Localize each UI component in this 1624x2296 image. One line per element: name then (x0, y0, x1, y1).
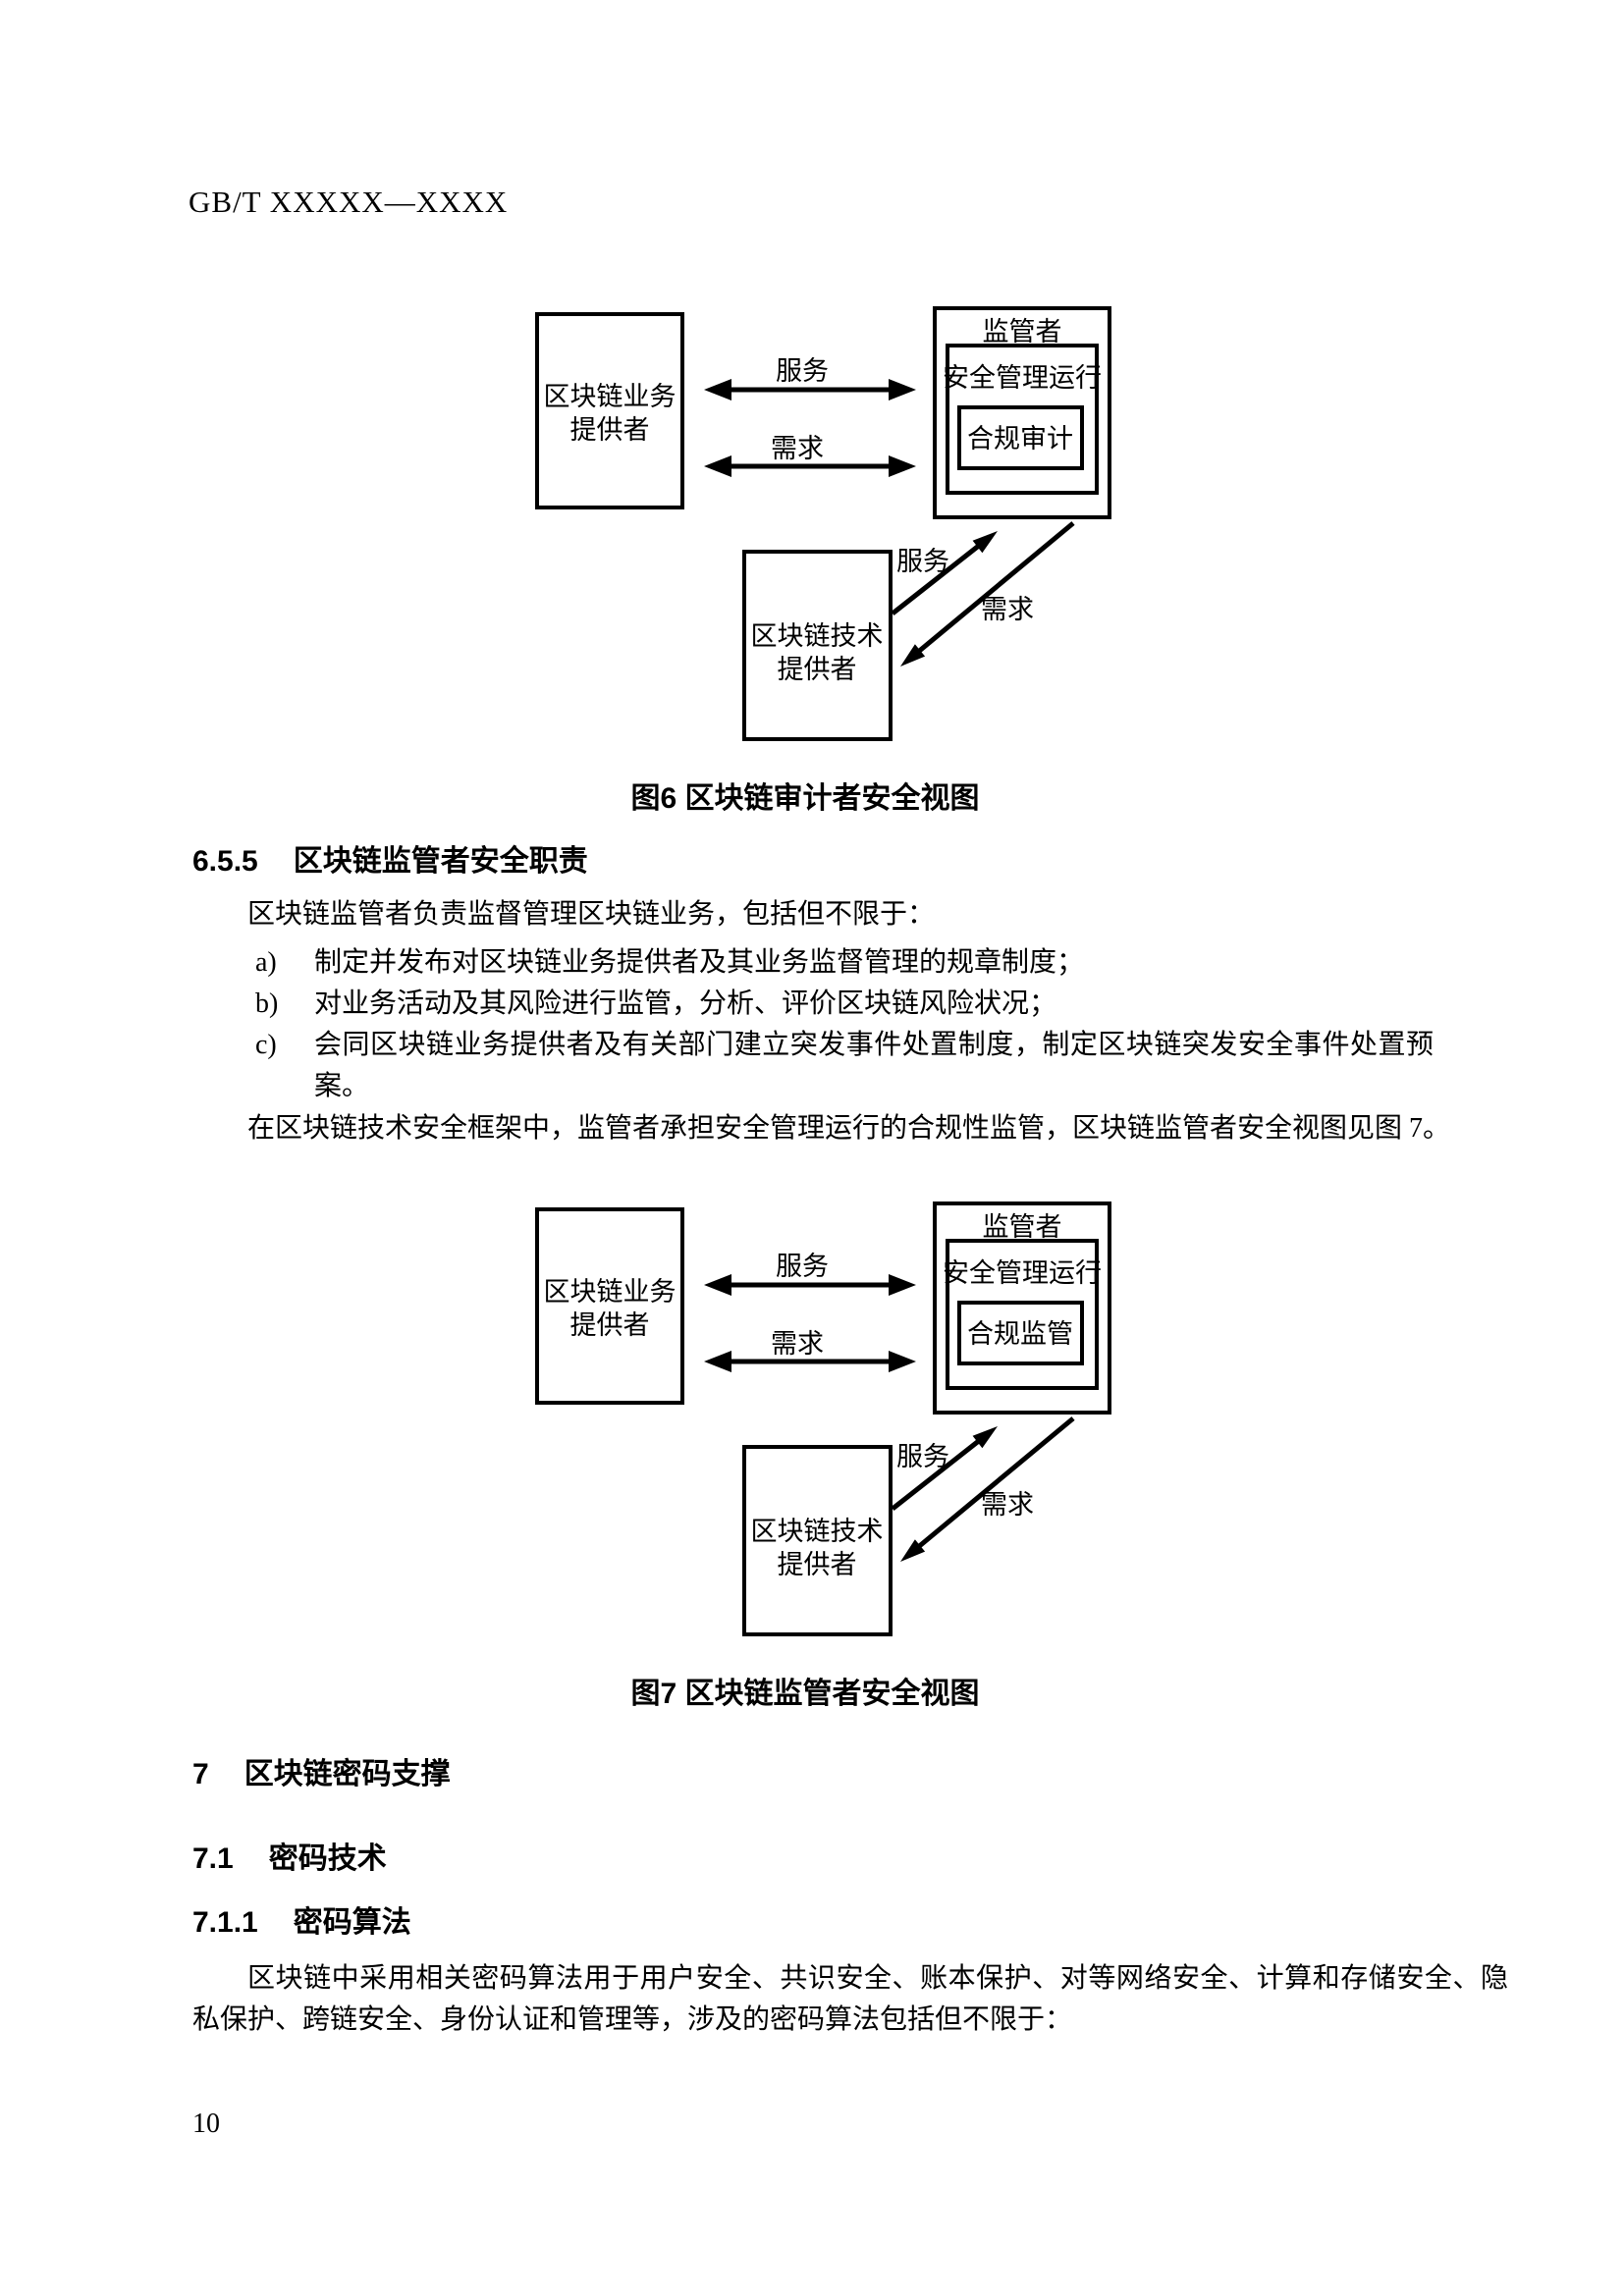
business-provider-label-line2: 提供者 (570, 1310, 650, 1340)
list-item-b: b) 对业务活动及其风险进行监管，分析、评价区块链风险状况； (255, 984, 1502, 1025)
section-7-1-title: 密码技术 (268, 1842, 387, 1875)
service-arrow-head-right (889, 1274, 916, 1296)
list-item-a-label: a) (255, 947, 277, 978)
demand-arrow-head-right (889, 1351, 916, 1372)
business-provider-box (535, 312, 684, 509)
demand-diagonal-head (900, 1539, 926, 1562)
service-arrow-label: 服务 (776, 1252, 829, 1281)
compliance-label: 合规监管 (967, 1319, 1073, 1349)
figure6-caption: 图6 区块链审计者安全视图 (630, 782, 980, 815)
demand-arrow-label: 需求 (771, 1329, 824, 1359)
list-item-b-label: b) (255, 988, 279, 1019)
compliance-label: 合规审计 (967, 424, 1073, 454)
section-7-1-number: 7.1 (192, 1842, 234, 1875)
service-arrow-head-right (889, 379, 916, 400)
demand-diagonal-label: 需求 (981, 595, 1034, 624)
page-number: 10 (192, 2109, 220, 2139)
service-diagonal-label: 服务 (896, 1442, 949, 1471)
section-7-heading: 7 区块链密码支撑 (192, 1749, 451, 1792)
service-arrow-head-left (704, 379, 731, 400)
service-arrow-label: 服务 (776, 356, 829, 386)
compliance-box (957, 405, 1084, 470)
list-item-c: c) 会同区块链业务提供者及有关部门建立突发事件处置制度，制定区块链突发安全事件… (255, 1025, 1502, 1107)
business-provider-box (535, 1207, 684, 1405)
list-item-c-text: 会同区块链业务提供者及有关部门建立突发事件处置制度，制定区块链突发安全事件处置预… (314, 1030, 1434, 1101)
service-diagonal-head (972, 1426, 998, 1449)
section-6-5-5-title: 区块链监管者安全职责 (293, 845, 588, 878)
demand-arrow-head-left (704, 1351, 731, 1372)
section-7-1-heading: 7.1 密码技术 (192, 1834, 387, 1877)
demand-arrow-head-left (704, 455, 731, 477)
section-7-number: 7 (192, 1758, 209, 1790)
demand-arrow-head-right (889, 455, 916, 477)
section-7-1-1-heading: 7.1.1 密码算法 (192, 1897, 411, 1941)
business-provider-label-line1: 区块链业务 (544, 1277, 677, 1307)
section-6-5-5-number: 6.5.5 (192, 845, 258, 878)
tech-provider-box (742, 1445, 893, 1636)
service-diagonal-shaft (891, 543, 982, 615)
figure6-diagram: 区块链业务 提供者 监管者 安全管理运行 合规审计 服务 需求 区块链技术 提供… (535, 306, 1111, 741)
tech-provider-label-line2: 提供者 (778, 1550, 857, 1579)
section-7-1-1-title: 密码算法 (293, 1906, 411, 1939)
demand-diagonal-label: 需求 (981, 1490, 1034, 1520)
service-diagonal-head (972, 531, 998, 554)
section-7-1-1-paragraph: 区块链中采用相关密码算法用于用户安全、共识安全、账本保护、对等网络安全、计算和存… (192, 1963, 1508, 2035)
section-6-5-5-heading: 6.5.5 区块链监管者安全职责 (192, 836, 588, 880)
tech-provider-label-line1: 区块链技术 (751, 621, 884, 651)
regulator-label: 监管者 (983, 317, 1062, 347)
service-arrow-head-left (704, 1274, 731, 1296)
security-mgmt-label: 安全管理运行 (943, 1258, 1102, 1288)
doc-code-header: GB/T XXXXX—XXXX (189, 185, 509, 219)
section-6-5-5-closing: 在区块链技术安全框架中，监管者承担安全管理运行的合规性监管，区块链监管者安全视图… (247, 1113, 1451, 1144)
business-provider-label-line1: 区块链业务 (544, 382, 677, 411)
tech-provider-label-line2: 提供者 (778, 655, 857, 684)
list-item-a: a) 制定并发布对区块链业务提供者及其业务监督管理的规章制度； (255, 942, 1502, 984)
figure7-caption: 图7 区块链监管者安全视图 (630, 1678, 980, 1710)
regulator-label: 监管者 (983, 1212, 1062, 1242)
compliance-box (957, 1301, 1084, 1365)
demand-diagonal-shaft (915, 521, 1075, 655)
section-6-5-5-intro: 区块链监管者负责监督管理区块链业务，包括但不限于： (247, 899, 936, 930)
service-diagonal-label: 服务 (896, 547, 949, 576)
figure7-diagram: 区块链业务 提供者 监管者 安全管理运行 合规监管 服务 需求 区块链技术 提供… (535, 1201, 1111, 1636)
tech-provider-label-line1: 区块链技术 (751, 1517, 884, 1546)
demand-diagonal-head (900, 644, 926, 667)
demand-diagonal-shaft (915, 1416, 1075, 1550)
demand-arrow-label: 需求 (771, 434, 824, 463)
business-provider-label-line2: 提供者 (570, 415, 650, 445)
list-item-b-text: 对业务活动及其风险进行监管，分析、评价区块链风险状况； (314, 988, 1057, 1019)
service-diagonal-shaft (891, 1438, 982, 1511)
tech-provider-box (742, 550, 893, 741)
list-item-c-label: c) (255, 1030, 277, 1060)
section-7-title: 区块链密码支撑 (244, 1758, 451, 1790)
security-mgmt-label: 安全管理运行 (943, 363, 1102, 393)
section-7-1-1-number: 7.1.1 (192, 1906, 258, 1939)
list-item-a-text: 制定并发布对区块链业务提供者及其业务监督管理的规章制度； (314, 947, 1085, 978)
duty-list: a) 制定并发布对区块链业务提供者及其业务监督管理的规章制度； b) 对业务活动… (255, 942, 1502, 1107)
